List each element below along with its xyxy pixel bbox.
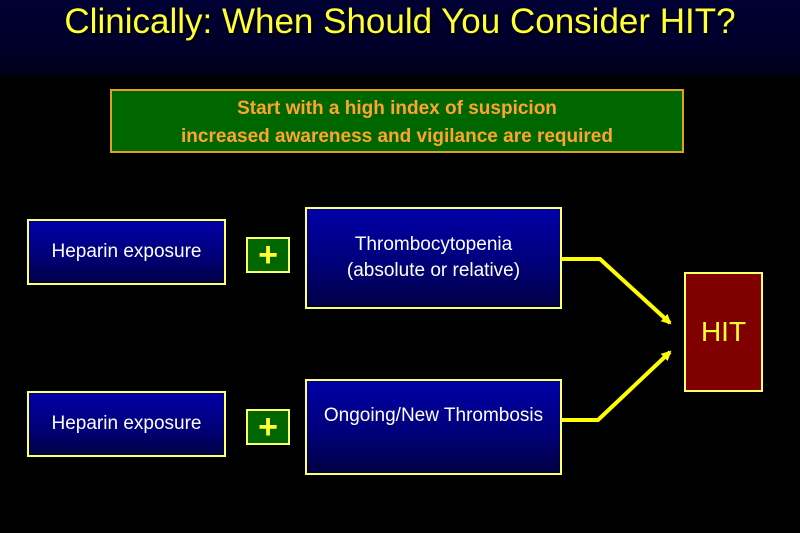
hit-result-box: HIT bbox=[684, 272, 763, 392]
thrombocytopenia-sublabel: (absolute or relative) bbox=[346, 260, 521, 281]
thrombocytopenia-label: Thrombocytopenia bbox=[354, 234, 513, 255]
thrombosis-box: Ongoing/New Thrombosis bbox=[305, 379, 562, 475]
plus-icon-1: + bbox=[258, 236, 278, 274]
thrombosis-label: Ongoing/New Thrombosis bbox=[323, 405, 544, 426]
arrow-thrombosis-to-hit bbox=[562, 350, 672, 422]
heparin-exposure-box-1: Heparin exposure bbox=[27, 219, 226, 285]
banner-line-1: Start with a high index of suspicion bbox=[237, 98, 557, 119]
title-bar bbox=[0, 0, 800, 76]
heparin-exposure-label-2: Heparin exposure bbox=[51, 413, 202, 434]
heparin-exposure-box-2: Heparin exposure bbox=[27, 391, 226, 457]
banner-line-2: increased awareness and vigilance are re… bbox=[181, 126, 613, 147]
thrombocytopenia-box: Thrombocytopenia (absolute or relative) bbox=[305, 207, 562, 309]
suspicion-banner: Start with a high index of suspicion inc… bbox=[110, 89, 684, 153]
plus-sign-1: + bbox=[246, 237, 290, 273]
arrow-thrombocytopenia-to-hit bbox=[562, 257, 672, 325]
heparin-exposure-label-1: Heparin exposure bbox=[51, 241, 202, 262]
plus-sign-2: + bbox=[246, 409, 290, 445]
hit-label: HIT bbox=[700, 316, 747, 347]
plus-icon-2: + bbox=[258, 408, 278, 446]
slide-title: Clinically: When Should You Consider HIT… bbox=[64, 2, 736, 41]
